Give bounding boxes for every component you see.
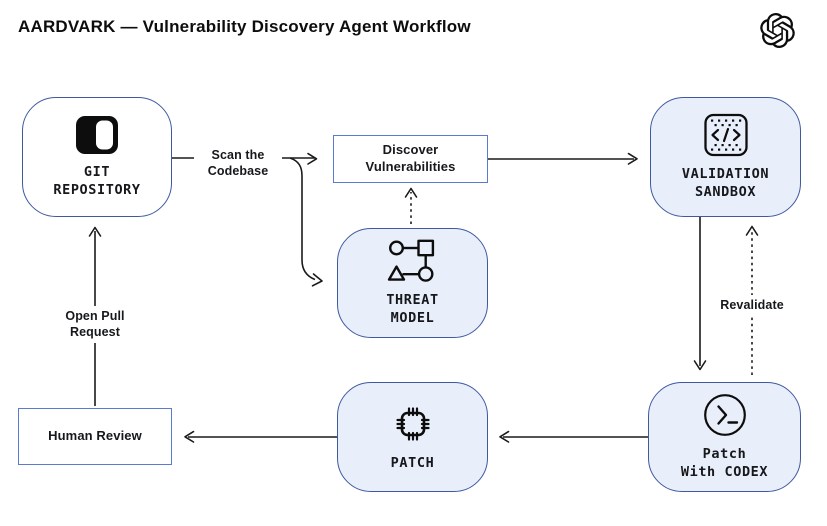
edge-threat-to-discover-dashed	[404, 187, 418, 224]
edge-label-revalidate: Revalidate	[712, 295, 792, 316]
edge-patch-to-human-review	[184, 430, 337, 443]
box-label: Human Review	[48, 428, 142, 444]
box-human-review: Human Review	[18, 408, 172, 465]
edge-discover-to-validation	[488, 152, 638, 165]
node-git-repository: GIT REPOSITORY	[22, 97, 172, 217]
edge-branch-to-threat-model	[289, 157, 323, 287]
repository-icon	[76, 116, 118, 155]
terminal-icon	[703, 394, 746, 437]
edge-patch-codex-to-patch	[499, 430, 648, 443]
node-patch-with-codex: Patch With CODEX	[648, 382, 801, 492]
openai-logo-icon	[760, 13, 795, 48]
box-label: Discover Vulnerabilities	[365, 142, 456, 174]
edge-revalidate-dashed	[745, 225, 759, 375]
node-label: GIT REPOSITORY	[53, 164, 141, 198]
sandbox-code-icon	[703, 114, 748, 157]
box-discover-vulnerabilities: Discover Vulnerabilities	[333, 135, 488, 183]
node-threat-model: THREAT MODEL	[337, 228, 488, 338]
node-label: THREAT MODEL	[386, 292, 439, 326]
edge-label-scan-the-codebase: Scan the Codebase	[194, 145, 282, 182]
threat-model-icon	[387, 239, 434, 282]
node-label: Patch With CODEX	[680, 446, 769, 480]
chip-icon	[395, 407, 430, 441]
edge-validation-to-patch-codex	[693, 217, 707, 371]
node-label: PATCH	[390, 455, 435, 472]
node-patch: PATCH	[337, 382, 488, 492]
node-validation-sandbox: VALIDATION SANDBOX	[650, 97, 801, 217]
edge-label-open-pull-request: Open Pull Request	[51, 306, 139, 343]
node-label: VALIDATION SANDBOX	[681, 166, 770, 200]
page-title: AARDVARK — Vulnerability Discovery Agent…	[18, 17, 471, 36]
